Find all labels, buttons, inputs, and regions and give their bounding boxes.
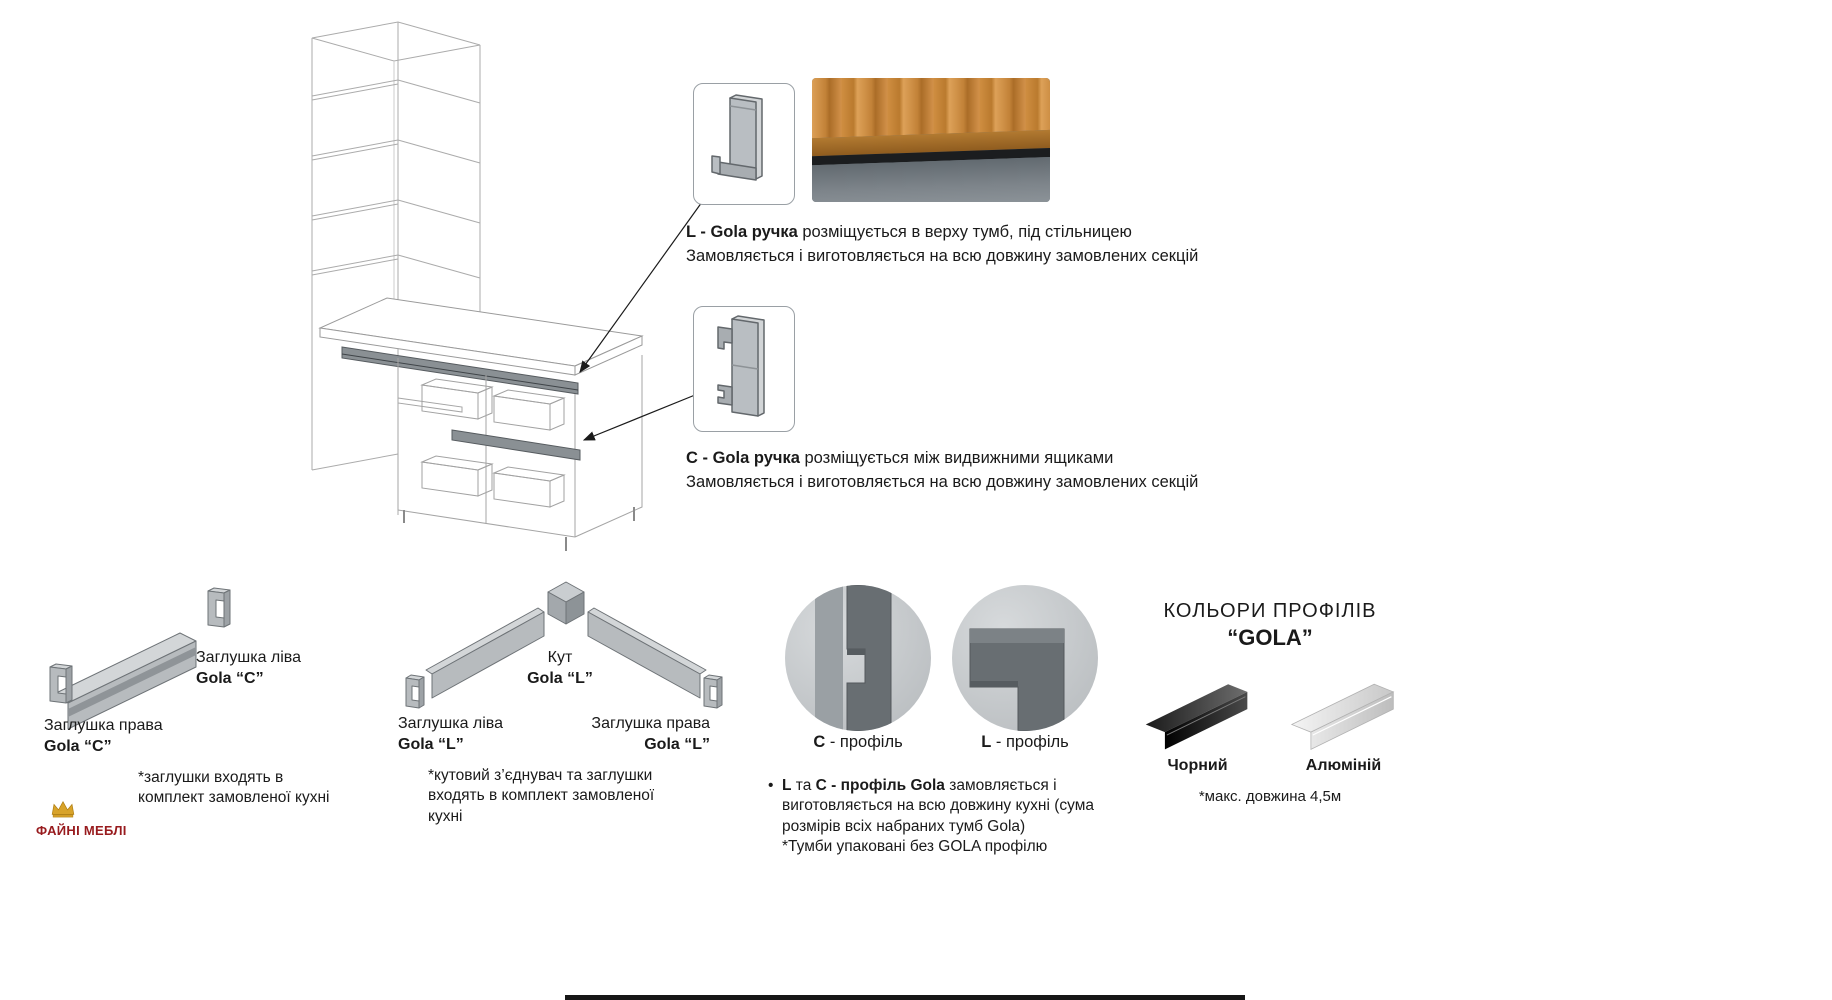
gola-l-left-cap-text: Заглушка ліва [398, 715, 504, 732]
l-annotation-lead: L - Gola ручка [686, 223, 798, 241]
gola-c-parts-drawing [49, 587, 231, 730]
gola-l-left-cap-bold: Gola “L” [398, 735, 464, 753]
note-bold-l: L [782, 777, 792, 794]
brand-name: ФАЙНІ МЕБЛІ [36, 823, 127, 838]
drawer-front-panel [812, 155, 1050, 202]
gola-l-right-cap-bold: Gola “L” [644, 735, 710, 753]
drawer-wireframes [420, 378, 566, 508]
colors-title: КОЛЬОРИ ПРОФІЛІВ [1163, 600, 1377, 622]
c-annotation-lead: C - Gola ручка [686, 449, 800, 467]
gola-c-right-cap-text: Заглушка права [44, 717, 163, 734]
colors-section-header: КОЛЬОРИ ПРОФІЛІВ “GOLA” [1140, 600, 1400, 651]
gola-l-right-end-cap [703, 674, 723, 709]
gola-l-right-cap-text: Заглушка права [591, 715, 710, 732]
brand-logo: ФАЙНІ МЕБЛІ [36, 800, 156, 838]
gola-c-left-end-cap [207, 587, 231, 628]
gola-c-left-cap-label: Заглушка ліва Gola “C” [196, 648, 301, 690]
note-text-1: та [791, 777, 816, 794]
photo-layers [812, 78, 1050, 202]
c-profile-label-text: - профіль [825, 733, 903, 751]
aluminium-label: Алюміній [1305, 757, 1382, 774]
gola-c-note: *заглушки входять в комплект замовленої … [138, 769, 330, 807]
l-handle-annotation: L - Gola ручка розміщується в верху тумб… [686, 221, 1266, 269]
gola-l-parts-drawing [405, 581, 723, 709]
l-profile-icon [711, 94, 763, 181]
c-profile-closeup-shape [815, 585, 892, 731]
bullet-glyph: • [768, 777, 774, 794]
cabinet-isometric-drawing [311, 21, 703, 551]
l-profile-closeup-shape [969, 628, 1065, 731]
aluminium-profile-swatch [1290, 683, 1395, 751]
black-profile-swatch [1145, 684, 1248, 750]
countertop-slab [318, 297, 644, 376]
c-profile-label-bold: C [813, 733, 826, 751]
gola-l-corner-text: Кут [547, 649, 573, 666]
gola-l-left-end-cap [405, 674, 425, 709]
l-annotation-line2: Замовляється і виготовляється на всю дов… [686, 246, 1199, 265]
gola-c-left-cap-bold: Gola “C” [196, 669, 264, 687]
l-annotation-line1: L - Gola ручка розміщується в верху тумб… [686, 221, 1266, 245]
gola-c-right-end-cap [49, 663, 73, 704]
l-profile-label-bold: L [981, 733, 992, 751]
black-label: Чорний [1167, 757, 1228, 774]
note-text-2: замовляється і виготовляється на всю дов… [782, 777, 1095, 835]
l-annotation-text: розміщується в верху тумб, під стільнице… [797, 223, 1132, 241]
gola-strip-between-drawers [451, 429, 581, 461]
c-annotation-line1: C - Gola ручка розміщується між видвижни… [686, 447, 1266, 471]
l-profile-label: L - профіль [952, 733, 1098, 752]
c-profile-closeup [785, 585, 931, 731]
gola-l-corner-bold: Gola “L” [527, 669, 593, 687]
l-profile-box [693, 83, 795, 205]
gola-c-right-cap-bold: Gola “C” [44, 737, 112, 755]
c-profile-box [693, 306, 795, 432]
tall-cabinet-wireframe [311, 21, 481, 515]
profiles-order-note: • L та C - профіль Gola замовляється і ви… [768, 776, 1113, 858]
profiles-packing-note: *Тумби упаковані без GOLA профілю [782, 838, 1048, 856]
l-profile-label-text: - профіль [991, 733, 1069, 751]
arrow-to-l-strip [579, 201, 703, 373]
wood-countertop [812, 78, 1050, 139]
c-annotation-text: розміщується між видвижними ящиками [799, 449, 1114, 467]
gola-c-left-cap-text: Заглушка ліва [196, 649, 302, 666]
gola-c-right-cap-label: Заглушка права Gola “C” [44, 716, 163, 758]
countertop-photo [812, 78, 1050, 202]
gola-l-right-blade [587, 607, 707, 699]
gola-l-left-blade [425, 607, 545, 699]
gola-l-corner-label: Кут Gola “L” [500, 648, 620, 690]
colors-subtitle: “GOLA” [1227, 625, 1313, 650]
gola-l-left-cap-label: Заглушка ліва Gola “L” [398, 714, 503, 756]
c-profile-icon [717, 315, 765, 417]
gola-l-right-cap-label: Заглушка права Gola “L” [560, 714, 710, 756]
gola-strip-under-countertop [341, 346, 579, 395]
cabinet-legs [403, 507, 635, 551]
base-cabinet-wireframe [397, 355, 643, 538]
gola-c-rail [51, 632, 197, 730]
l-profile-closeup [952, 585, 1098, 731]
c-annotation-line2: Замовляється і виготовляється на всю дов… [686, 472, 1199, 491]
arrow-to-c-strip [582, 394, 696, 441]
max-length-note: *макс. довжина 4,5м [1198, 788, 1342, 805]
gola-l-note: *кутовий з’єднувач та заглушки входять в… [428, 767, 655, 825]
c-profile-label: C - профіль [785, 733, 931, 752]
profiles-order-note-main: • L та C - профіль Gola замовляється і ви… [768, 776, 1113, 837]
gola-l-corner-connector [547, 581, 585, 625]
note-bold-c: C - профіль Gola [815, 777, 945, 794]
page-bottom-strip [565, 995, 1245, 1000]
c-handle-annotation: C - Gola ручка розміщується між видвижни… [686, 447, 1266, 495]
crown-icon [51, 801, 75, 818]
